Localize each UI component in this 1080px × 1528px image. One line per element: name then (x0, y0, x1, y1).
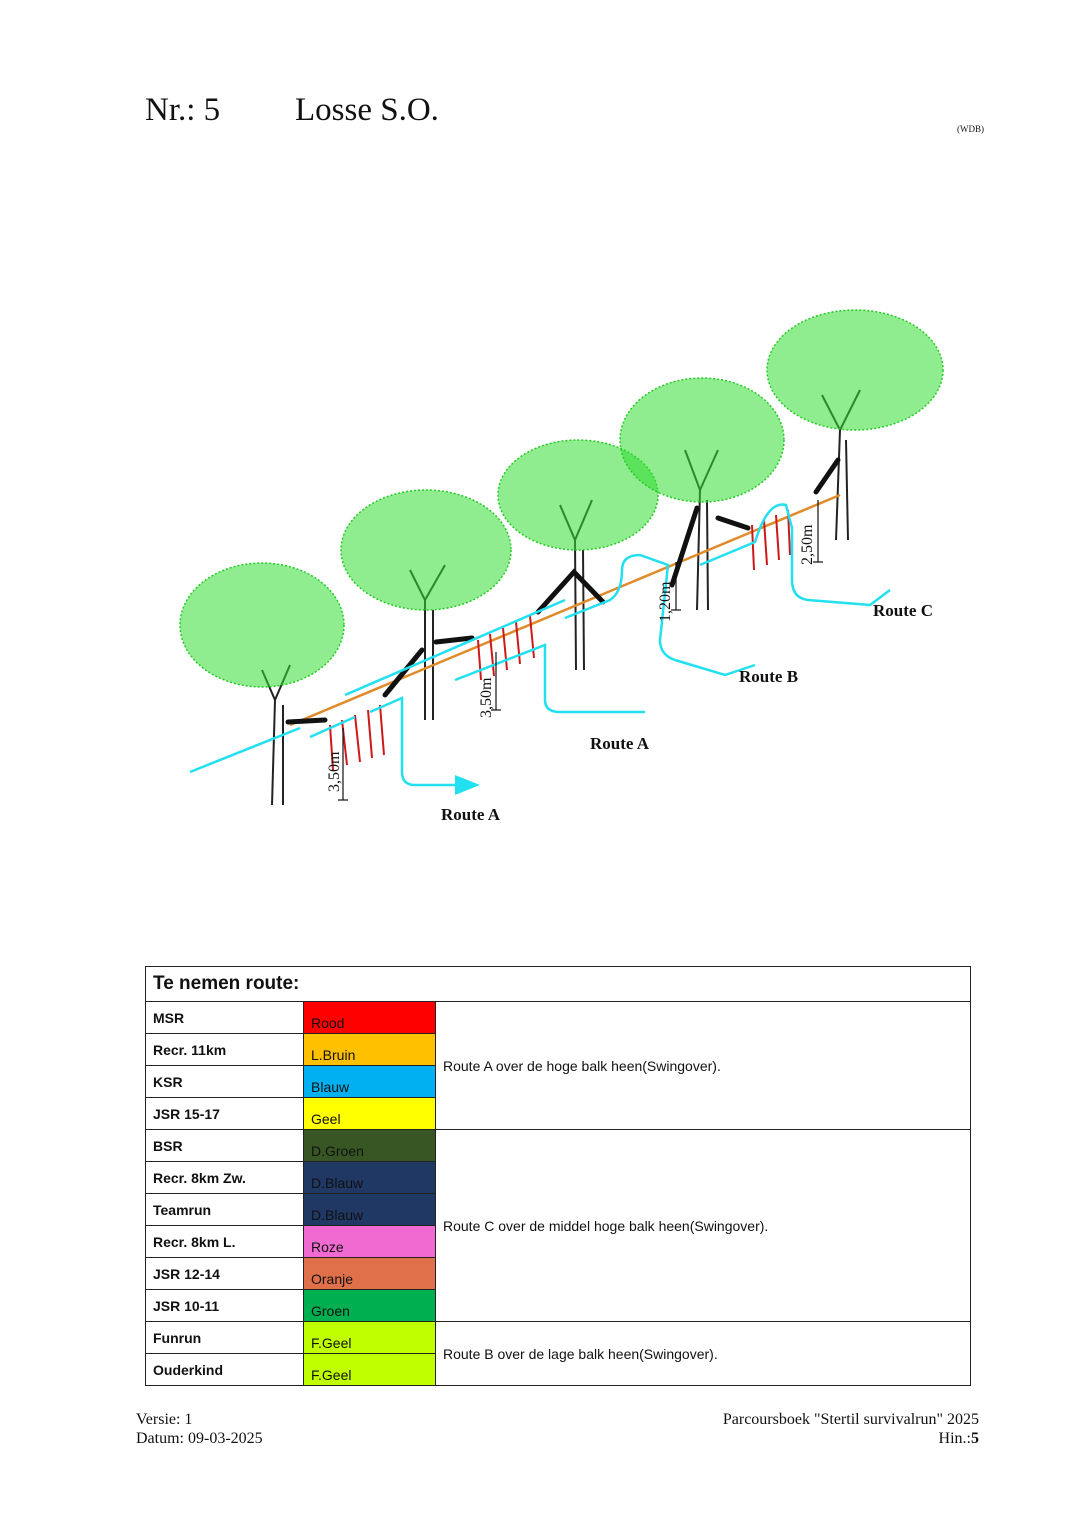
color-cell: F.Geel (304, 1322, 436, 1354)
color-cell: Rood (304, 1002, 436, 1034)
height-label: 1,20m (657, 581, 674, 622)
date-label: Datum: 09-03-2025 (136, 1429, 263, 1448)
category-cell: Recr. 11km (146, 1034, 304, 1066)
page-number: 5 (971, 1430, 979, 1447)
page-prefix: Hin.: (939, 1430, 971, 1447)
route-description: Route A over de hoge balk heen(Swingover… (436, 1002, 971, 1130)
category-cell: Teamrun (146, 1194, 304, 1226)
color-cell: L.Bruin (304, 1034, 436, 1066)
color-cell: Geel (304, 1098, 436, 1130)
route-label: Route C (873, 601, 933, 620)
category-cell: BSR (146, 1130, 304, 1162)
route-label: Route A (441, 805, 501, 824)
color-cell: Roze (304, 1226, 436, 1258)
route-label: Route A (590, 734, 650, 753)
header-number: Nr.: 5 (145, 92, 220, 129)
tree-crown (341, 490, 511, 610)
route-label: Route B (739, 667, 798, 686)
author-code: (WDB) (957, 124, 984, 134)
color-cell: D.Blauw (304, 1162, 436, 1194)
version-label: Versie: 1 (136, 1410, 263, 1429)
color-cell: F.Geel (304, 1354, 436, 1386)
color-cell: D.Groen (304, 1130, 436, 1162)
color-cell: Oranje (304, 1258, 436, 1290)
category-cell: KSR (146, 1066, 304, 1098)
book-title: Parcoursboek "Stertil survivalrun" 2025 (723, 1410, 979, 1429)
page-title: Losse S.O. (295, 92, 439, 129)
obstacle-diagram: 3,50m 3,50m 1,20m 2,50m Route A Route A … (0, 300, 1080, 840)
category-cell: Recr. 8km L. (146, 1226, 304, 1258)
category-cell: Ouderkind (146, 1354, 304, 1386)
category-cell: JSR 12-14 (146, 1258, 304, 1290)
route-description: Route B over de lage balk heen(Swingover… (436, 1322, 971, 1386)
footer-left: Versie: 1 Datum: 09-03-2025 (136, 1410, 263, 1448)
color-cell: D.Blauw (304, 1194, 436, 1226)
height-label: 2,50m (799, 524, 816, 565)
category-cell: JSR 15-17 (146, 1098, 304, 1130)
tree-crown (180, 563, 344, 687)
route-line-a1-upper (345, 600, 645, 712)
route-description: Route C over de middel hoge balk heen(Sw… (436, 1130, 971, 1322)
table-title: Te nemen route: (146, 967, 971, 1002)
page-indicator: Hin.:5 (723, 1429, 979, 1448)
height-label: 3,50m (326, 751, 343, 792)
tree-crown (767, 310, 943, 430)
category-cell: JSR 10-11 (146, 1290, 304, 1322)
category-cell: Funrun (146, 1322, 304, 1354)
color-cell: Groen (304, 1290, 436, 1322)
height-label: 3,50m (478, 677, 495, 718)
category-cell: Recr. 8km Zw. (146, 1162, 304, 1194)
footer-right: Parcoursboek "Stertil survivalrun" 2025 … (723, 1410, 979, 1448)
color-cell: Blauw (304, 1066, 436, 1098)
tree-crown (620, 378, 784, 502)
category-cell: MSR (146, 1002, 304, 1034)
